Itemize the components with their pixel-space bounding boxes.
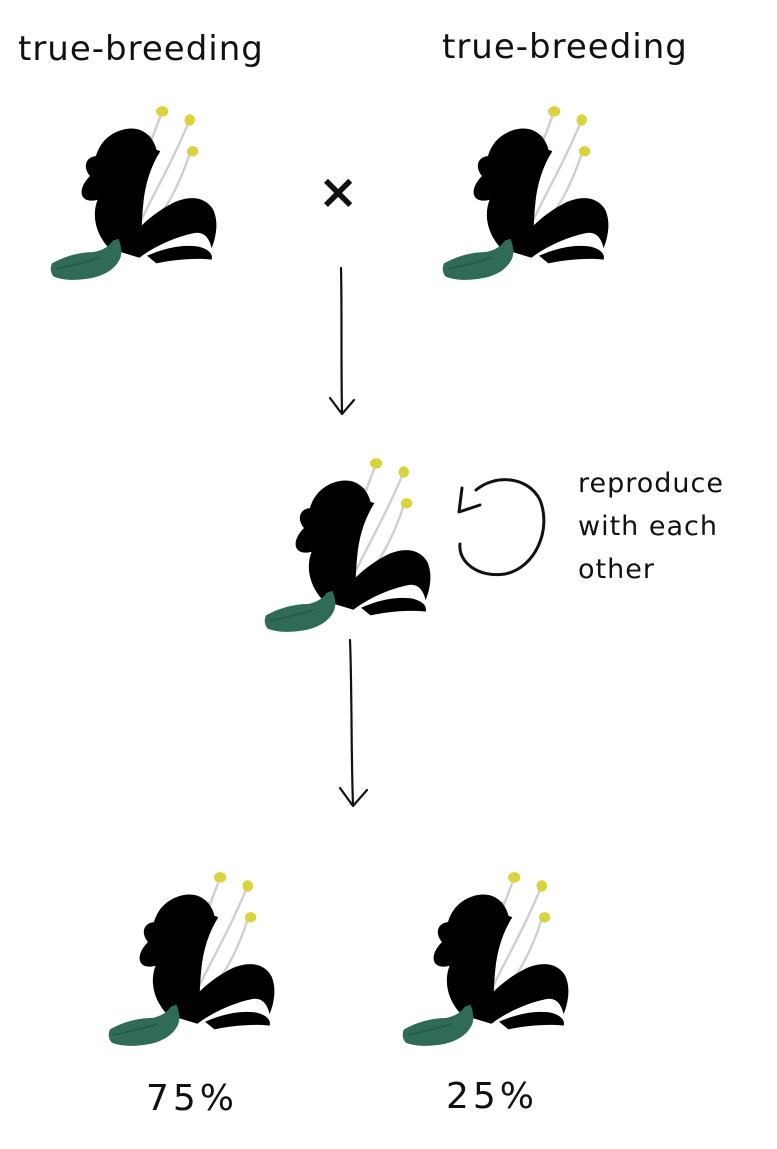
cross-symbol: × xyxy=(318,164,358,220)
note-line-3: other xyxy=(578,554,655,585)
white-percent-label: 25% xyxy=(446,1076,538,1117)
white-parent-flower xyxy=(441,104,610,282)
right-parent-label: true-breeding xyxy=(442,27,688,67)
purple-percent-label: 75% xyxy=(146,1078,238,1119)
note-line-1: reproduce xyxy=(578,468,724,499)
arrow-down-icon xyxy=(338,638,369,808)
left-parent-label: true-breeding xyxy=(18,29,264,69)
note-line-2: with each xyxy=(578,511,718,542)
arrow-down-icon xyxy=(328,266,356,416)
hybrid-flower xyxy=(263,456,432,634)
purple-parent-flower xyxy=(49,104,218,282)
cycle-arrow-icon xyxy=(457,478,546,577)
white-result-flower xyxy=(401,870,570,1048)
purple-result-flower xyxy=(107,870,276,1048)
